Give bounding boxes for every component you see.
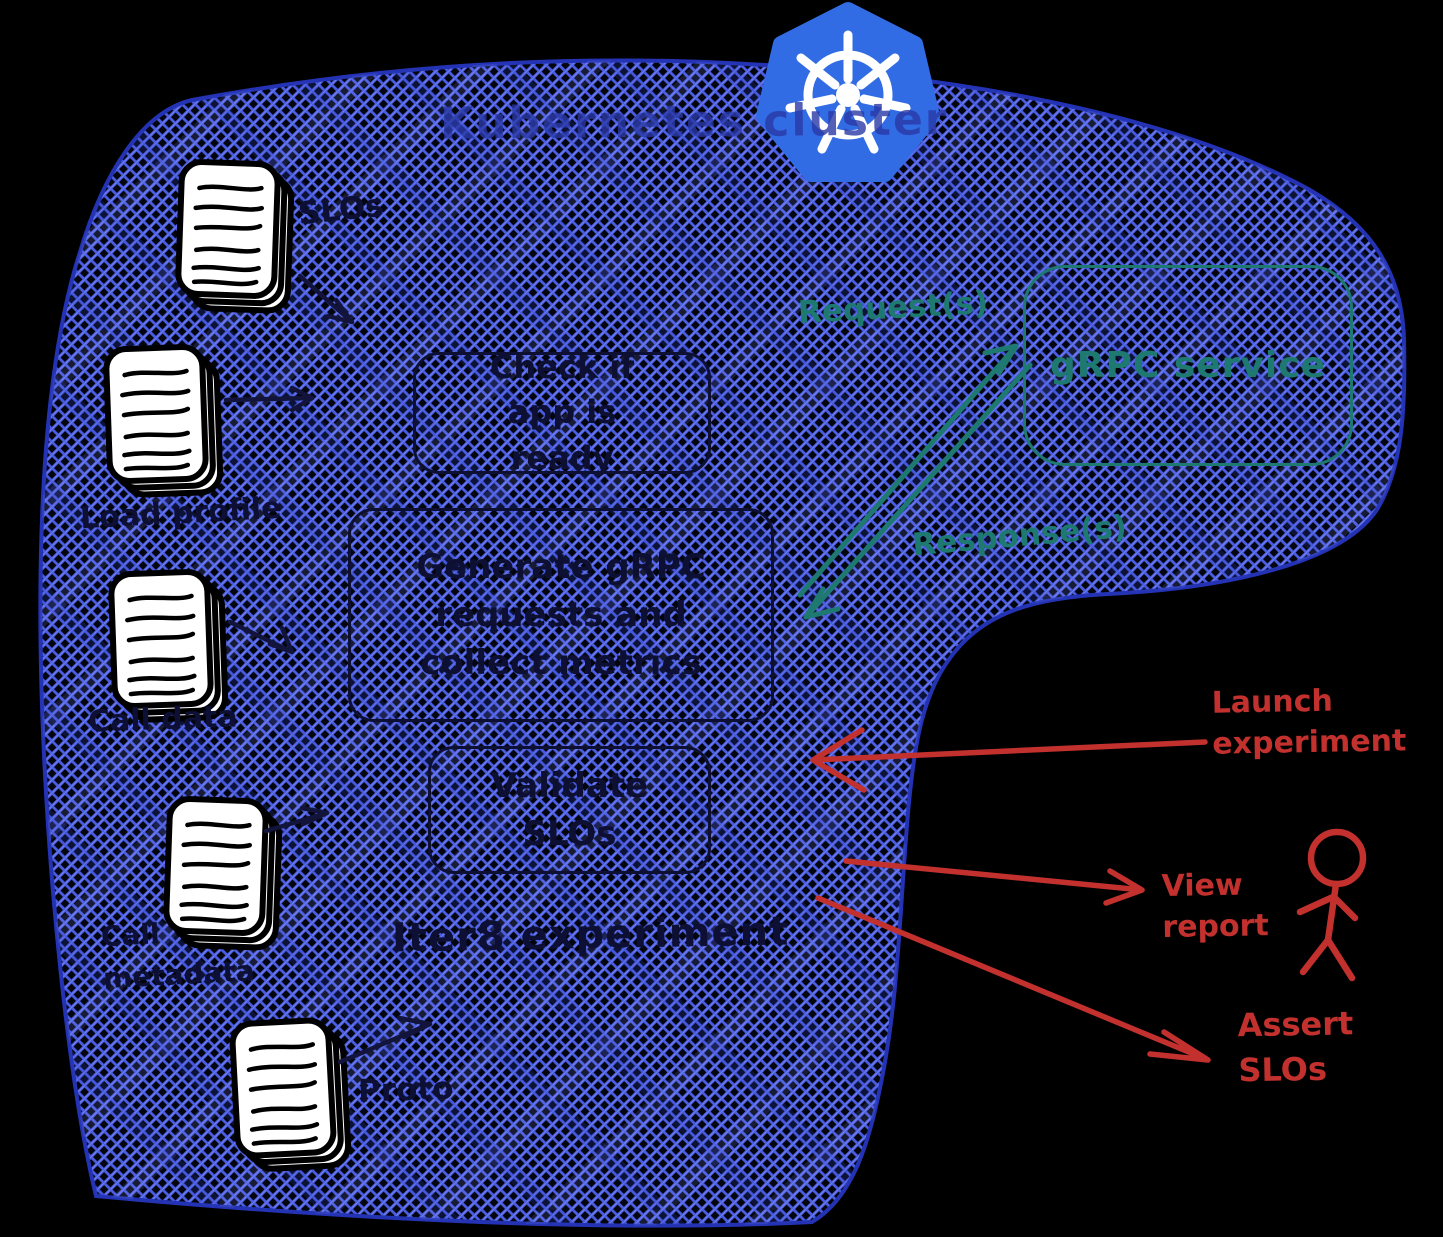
stick-figure-icon	[1296, 828, 1367, 982]
iter8-experiment-label: Iter8 experiment	[391, 908, 790, 962]
action-view-report: View report	[1161, 867, 1270, 945]
artifact-label-call-data: Call data	[87, 699, 239, 740]
request-response-arrows	[797, 343, 1033, 620]
action-assert-slos: Assert SLOs	[1237, 1004, 1354, 1090]
step-check-app-ready: Check if app is ready	[413, 348, 711, 477]
document-stack-icon-load-profile	[106, 346, 221, 496]
grpc-service-box: gRPC service	[1023, 265, 1353, 466]
action-launch-experiment: Launch experiment	[1211, 683, 1407, 762]
document-stack-icon-call-data	[111, 571, 226, 721]
document-stack-icon-slos	[177, 161, 292, 311]
artifact-label-proto: Proto	[357, 1070, 455, 1110]
cluster-shape	[38, 58, 1407, 1228]
user-action-arrows	[810, 727, 1211, 1063]
step-validate-slos: Validate SLOs	[428, 746, 711, 874]
artifact-label-call-metadata: Call metadata	[100, 917, 256, 996]
cluster-title: Kubernetes cluster	[439, 94, 949, 150]
kubernetes-icon	[756, 2, 940, 182]
artifact-arrows	[223, 273, 433, 1065]
step-generate-grpc-requests: Generate gRPC requests and collect metri…	[348, 508, 774, 722]
document-stack-icon-proto	[232, 1019, 349, 1171]
